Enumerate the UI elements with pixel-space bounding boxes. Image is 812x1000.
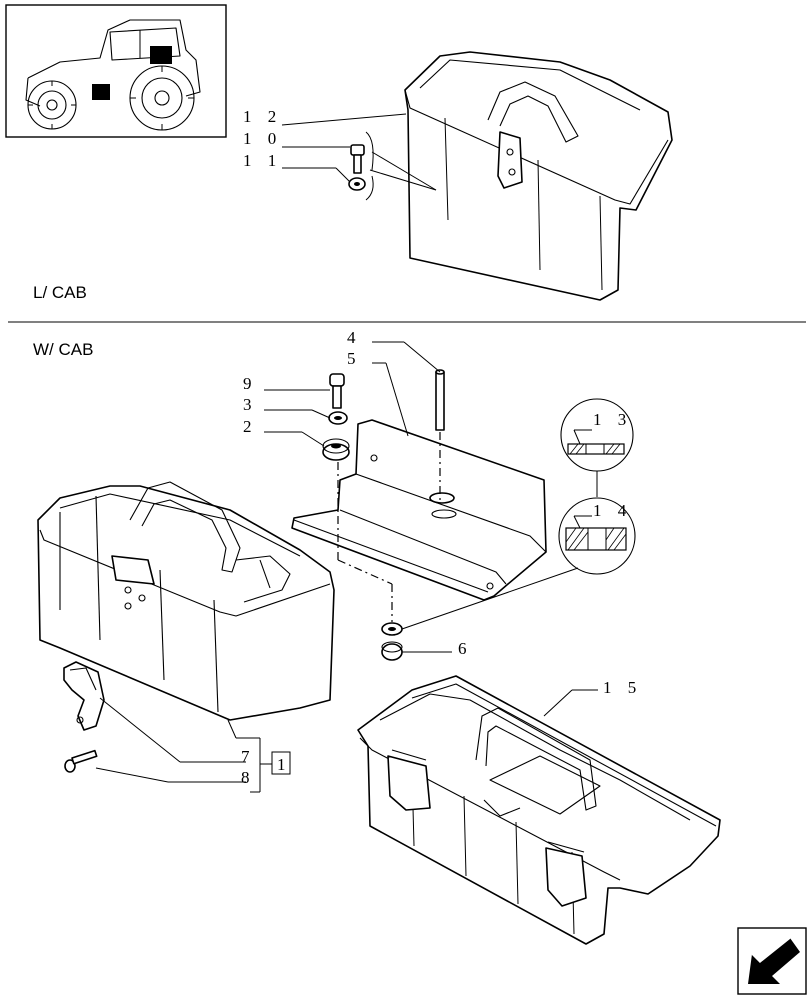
callout-9: 9 xyxy=(243,374,258,393)
toolbox-top xyxy=(404,51,673,301)
callout-4: 4 xyxy=(347,328,362,347)
slot-washer-icon xyxy=(429,492,455,504)
washer-3-icon xyxy=(328,411,348,425)
assembly-centerlines xyxy=(337,432,441,622)
mounting-bracket xyxy=(291,419,547,601)
tractor-thumbnail-icon xyxy=(5,4,227,138)
callout-2: 2 xyxy=(243,417,258,436)
detail-14-icon xyxy=(558,497,636,575)
bracket-leaders xyxy=(264,341,452,653)
leader-15 xyxy=(543,689,573,717)
kit-leaders xyxy=(95,697,272,793)
callout-12: 1 2 xyxy=(243,107,282,126)
section-label-w-cab: W/ CAB xyxy=(33,340,93,359)
callout-14: 1 4 xyxy=(593,501,632,520)
kit-ref-box xyxy=(271,751,291,775)
clip-7-icon xyxy=(63,661,105,731)
callout-5: 5 xyxy=(347,349,362,368)
callout-3: 3 xyxy=(243,395,258,414)
top-leaders xyxy=(281,113,437,201)
callout-11: 1 1 xyxy=(243,151,282,170)
spacer-2-icon xyxy=(322,438,350,461)
next-page-arrow-icon[interactable] xyxy=(737,927,807,995)
detail-14-leader xyxy=(401,567,579,630)
callout-6: 6 xyxy=(458,639,473,658)
toolbox-left xyxy=(37,481,335,721)
washer-11-icon xyxy=(348,177,366,191)
callout-15: 1 5 xyxy=(603,678,642,697)
toolbox-bottom-right xyxy=(357,675,721,945)
bolt-10-icon xyxy=(350,144,365,174)
callout-8: 8 xyxy=(241,768,256,787)
bolt-9-icon xyxy=(329,373,345,409)
callout-7: 7 xyxy=(241,747,256,766)
kit-ref-number: 1 xyxy=(277,755,286,774)
callout-13: 1 3 xyxy=(593,410,632,429)
spacer-6-icon xyxy=(381,622,403,661)
pin-4-icon xyxy=(435,369,445,431)
callout-10: 1 0 xyxy=(243,129,282,148)
section-label-l-cab: L/ CAB xyxy=(33,283,87,302)
rivet-8-icon xyxy=(64,749,98,773)
